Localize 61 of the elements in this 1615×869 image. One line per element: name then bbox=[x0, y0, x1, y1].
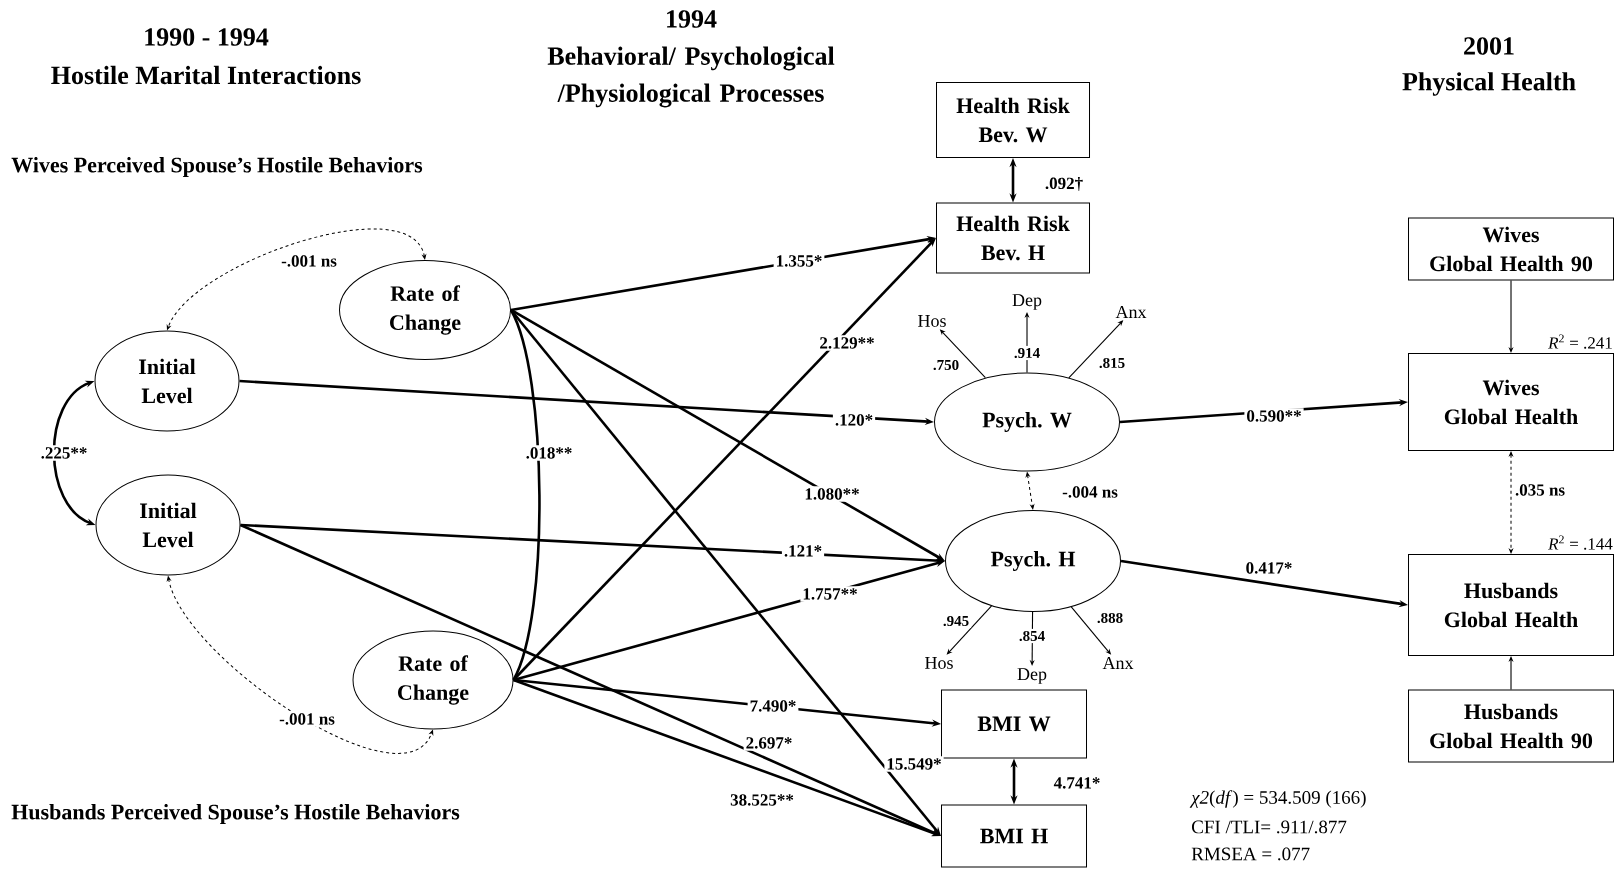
edge-label: .121* bbox=[781, 543, 825, 559]
variable-box: BMI W bbox=[941, 689, 1087, 759]
indicator-label: Dep bbox=[1017, 668, 1047, 684]
indicator-label: Anx bbox=[1102, 657, 1134, 669]
edge-label: .225** bbox=[38, 445, 90, 461]
indicator-label: Hos bbox=[918, 315, 946, 327]
edge-label: .815 bbox=[1096, 355, 1128, 371]
edge-label: 1.355* bbox=[773, 253, 825, 269]
curved-connector-line bbox=[509, 309, 541, 681]
r-squared-label: R$^{2}$ = .241 bbox=[1548, 334, 1612, 349]
heading: Physical Health bbox=[1402, 72, 1576, 96]
edge-label: 1.080** bbox=[802, 486, 862, 502]
curved-double-arrow bbox=[166, 228, 427, 330]
edge-label: .888 bbox=[1094, 610, 1126, 626]
heading: 1990 - 1994 bbox=[145, 28, 269, 46]
edge-label: 4.741* bbox=[1051, 775, 1103, 791]
edge-label: 15.549* bbox=[884, 756, 944, 772]
edge-label: -.004 ns bbox=[1060, 484, 1120, 500]
double-arrow bbox=[1509, 451, 1513, 554]
double-arrow bbox=[1025, 472, 1035, 510]
heading: Behavioral/ Psychological /Physiological Processes bbox=[547, 46, 835, 108]
indicator-label: Dep bbox=[1012, 294, 1042, 310]
edge-label: .914 bbox=[1011, 345, 1043, 361]
variable-box: Health Risk Bev. H bbox=[936, 202, 1090, 274]
group-label: χ2(df) = 534.509 (166) bbox=[1189, 790, 1366, 808]
edge-label: 1.757** bbox=[800, 586, 860, 602]
arrow bbox=[510, 309, 941, 836]
r-squared-label: R$^{2}$ = .144 bbox=[1548, 535, 1613, 550]
edge-label: 0.590** bbox=[1244, 408, 1304, 424]
edge-label: 2.129** bbox=[817, 335, 877, 351]
edge-label: -.001 ns bbox=[277, 711, 337, 727]
edge-label: .854 bbox=[1016, 628, 1048, 644]
edge-label: -.001 ns bbox=[279, 253, 339, 269]
indicator-label: Hos bbox=[925, 657, 953, 669]
group-label: Wives Perceived Spouse’s Hostile Behaviors bbox=[11, 157, 423, 177]
heading: Hostile Marital Interactions bbox=[51, 65, 361, 85]
heading: 1994 bbox=[667, 10, 717, 28]
arrow bbox=[946, 605, 993, 655]
variable-box: Wives Global Health 90 bbox=[1408, 217, 1614, 281]
variable-box: Husbands Global Health 90 bbox=[1408, 689, 1614, 763]
heading: 2001 bbox=[1464, 37, 1514, 55]
variable-box: Husbands Global Health bbox=[1408, 554, 1614, 656]
edge-label: 7.490* bbox=[747, 698, 799, 714]
variable-box: BMI H bbox=[941, 804, 1087, 868]
edge-label: .120* bbox=[832, 412, 876, 428]
group-label: Husbands Perceived Spouse’s Hostile Behaviors bbox=[11, 804, 460, 824]
group-label: CFI /TLI= .911/.877 bbox=[1192, 820, 1347, 834]
variable-box: Health Risk Bev. W bbox=[936, 82, 1090, 158]
indicator-label: Anx bbox=[1115, 306, 1147, 318]
edge-label: 0.417* bbox=[1243, 560, 1295, 576]
edge-label: .092† bbox=[1042, 175, 1086, 193]
group-label: RMSEA = .077 bbox=[1191, 847, 1310, 861]
edge-label: 38.525** bbox=[728, 792, 796, 808]
edge-label: .945 bbox=[940, 613, 972, 629]
curved-double-arrow bbox=[166, 576, 434, 754]
edge-label: .018** bbox=[523, 445, 575, 461]
edge-label: .750 bbox=[930, 357, 962, 373]
edge-label: 2.697* bbox=[743, 735, 795, 751]
arrow bbox=[512, 238, 936, 681]
variable-box: Wives Global Health bbox=[1408, 353, 1614, 451]
edge-label: .035 ns bbox=[1512, 482, 1568, 498]
